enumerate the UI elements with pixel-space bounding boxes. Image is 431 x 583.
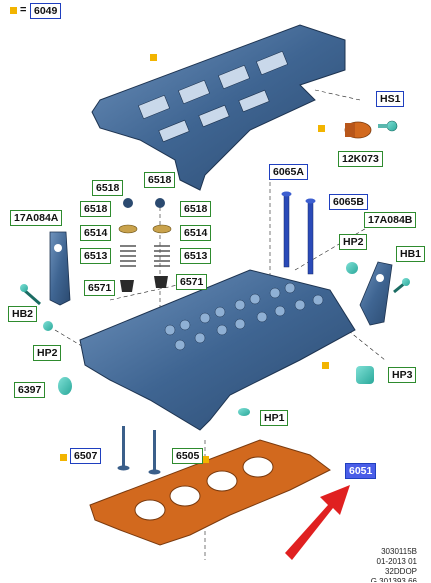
valves <box>117 426 161 475</box>
label-6514-right[interactable]: 6514 <box>180 225 212 241</box>
label-6571-right[interactable]: 6571 <box>176 274 208 290</box>
bullet <box>150 54 157 61</box>
label-hb1[interactable]: HB1 <box>396 246 426 262</box>
label-6513-left[interactable]: 6513 <box>80 248 112 264</box>
label-6397[interactable]: 6397 <box>14 382 46 398</box>
label-6051[interactable]: 6051 <box>345 463 377 479</box>
label-6518-left[interactable]: 6518 <box>80 201 112 217</box>
document-stamp: 3030115B 01-2013 01 32DDOP G.301393.66 <box>371 547 417 582</box>
bullet <box>202 456 209 463</box>
label-6065b[interactable]: 6065B <box>329 194 368 210</box>
stamp-line-3: 32DDOP <box>384 567 417 576</box>
bolts-and-plugs <box>20 262 410 416</box>
label-6507[interactable]: 6507 <box>70 448 102 464</box>
cylinder-head-bolts <box>281 191 316 275</box>
stamp-line-4: G.301393.66 <box>370 577 417 582</box>
label-hs1[interactable]: HS1 <box>376 91 405 107</box>
highlight-arrow <box>285 485 350 560</box>
label-17a084a[interactable]: 17A084A <box>10 210 63 226</box>
label-hp1[interactable]: HP1 <box>260 410 289 426</box>
label-12k073[interactable]: 12K073 <box>338 151 383 167</box>
label-6571-left[interactable]: 6571 <box>84 280 116 296</box>
legend-equals: = <box>20 4 27 16</box>
label-6513-right[interactable]: 6513 <box>180 248 212 264</box>
label-hb2[interactable]: HB2 <box>8 306 38 322</box>
head-gasket <box>89 439 331 546</box>
camshaft-carrier <box>91 24 346 191</box>
valve-train-parts <box>118 198 172 292</box>
label-17a084b[interactable]: 17A084B <box>364 212 417 228</box>
label-6518-top-left[interactable]: 6518 <box>92 180 124 196</box>
label-6518-top-right[interactable]: 6518 <box>144 172 176 188</box>
bolt-hs1 <box>378 120 398 132</box>
label-hp2-left[interactable]: HP2 <box>33 345 62 361</box>
legend-bullet <box>10 7 17 14</box>
bullet <box>318 125 325 132</box>
bullet <box>322 362 329 369</box>
cylinder-head <box>79 269 356 431</box>
label-hp3[interactable]: HP3 <box>388 367 417 383</box>
label-6065a[interactable]: 6065A <box>269 164 308 180</box>
label-6505[interactable]: 6505 <box>172 448 204 464</box>
label-hp2-right[interactable]: HP2 <box>339 234 368 250</box>
camshaft-sensor <box>344 121 372 139</box>
legend-code-label: 6049 <box>30 3 62 19</box>
lifting-brackets <box>49 231 393 326</box>
label-6518-right[interactable]: 6518 <box>180 201 212 217</box>
stamp-line-2: 01-2013 01 <box>376 557 417 566</box>
label-6514-left[interactable]: 6514 <box>80 225 112 241</box>
stamp-line-1: 3030115B <box>381 547 417 556</box>
bullet <box>60 454 67 461</box>
